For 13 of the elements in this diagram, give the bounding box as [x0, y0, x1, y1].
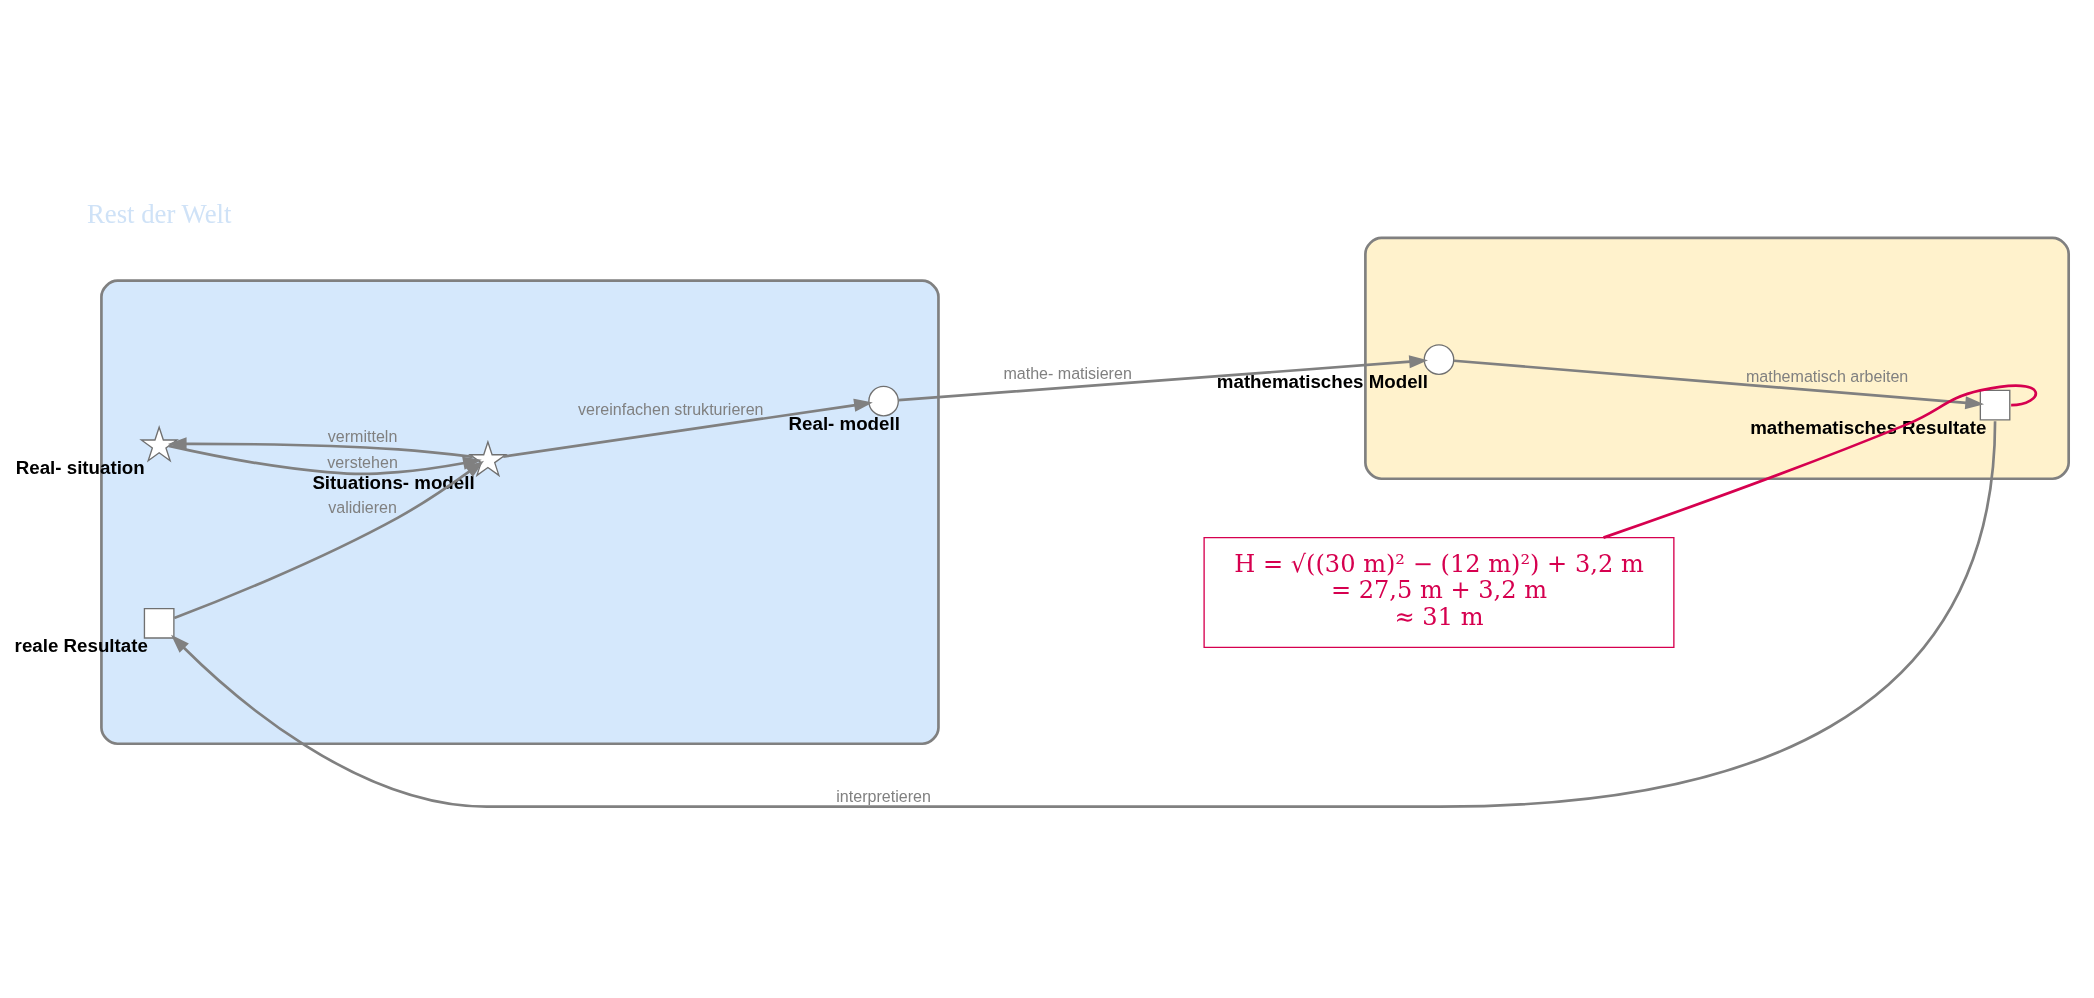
edge-label: validieren [328, 497, 397, 516]
node-label: Real- modell [788, 412, 900, 434]
node-label: Real- situation [15, 456, 145, 478]
node-label: reale Resultate [14, 634, 148, 656]
node-label: Situations- modell [312, 471, 475, 493]
edge-label: mathe- matisieren [1003, 363, 1132, 382]
edge-label: interpretieren [836, 786, 931, 805]
node-label: mathematisches Resultate [1750, 416, 1987, 438]
edge-label: vermitteln [327, 426, 398, 445]
edge-label: vereinfachen strukturieren [578, 399, 764, 418]
node-label: mathematisches Modell [1216, 370, 1428, 392]
edge-label: verstehen [327, 452, 398, 471]
edge-label: mathematisch arbeiten [1745, 366, 1909, 385]
